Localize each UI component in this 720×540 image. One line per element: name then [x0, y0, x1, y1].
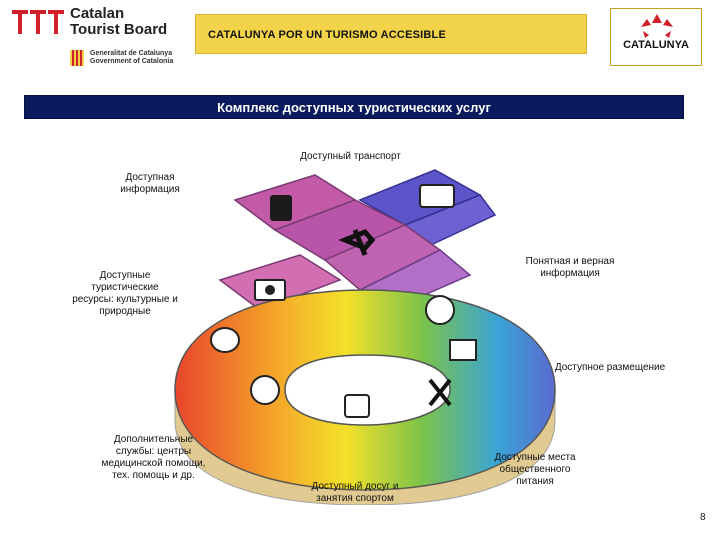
piece-icon-info — [270, 195, 292, 221]
ctb-mark-icon — [12, 10, 64, 34]
catalunya-logo-mark-icon — [641, 14, 673, 38]
catalunya-logo-text: CATALUNYA — [623, 39, 689, 51]
label-leisure-line2: занятия спортом — [316, 493, 394, 504]
accessible-services-puzzle-illustration — [174, 169, 556, 505]
page-number: 8 — [700, 512, 706, 523]
generalitat-logo: Generalitat de Catalunya Government of C… — [70, 50, 190, 70]
piece-icon-sport — [344, 394, 370, 418]
label-resources-line4: природные — [99, 306, 151, 317]
piece-icon-theatre — [210, 327, 240, 353]
gen-line2: Government of Catalonia — [90, 58, 174, 65]
piece-icon-compass — [425, 295, 455, 325]
catalan-tourist-board-logo: Catalan Tourist Board — [12, 6, 182, 42]
label-transport: Доступный транспорт — [278, 151, 423, 163]
banner-text: CATALUNYA POR UN TURISMO ACCESIBLE — [208, 29, 447, 41]
piece-icon-bed — [449, 339, 477, 361]
label-tourist-resources: Доступные туристические ресурсы: культур… — [60, 270, 190, 318]
label-clear-info-line1: Понятная и верная — [525, 256, 615, 267]
generalitat-shield-icon — [70, 50, 84, 66]
label-accommodation: Доступное размещение — [540, 362, 680, 374]
label-services-line4: тех. помощь и др. — [112, 470, 195, 481]
label-food-line1: Доступные места — [494, 452, 576, 463]
label-transport-text: Доступный транспорт — [300, 151, 401, 162]
header-banner: CATALUNYA POR UN TURISMO ACCESIBLE — [195, 14, 587, 54]
piece-icon-book — [419, 184, 455, 208]
label-food-line2: общественного — [499, 464, 571, 475]
label-resources-line3: ресурсы: культурные и — [72, 294, 178, 305]
label-leisure-sport: Доступный досуг и занятия спортом — [295, 481, 415, 505]
label-resources-line2: туристические — [91, 282, 159, 293]
piece-icon-camera — [254, 279, 286, 301]
label-food-places: Доступные места общественного питания — [480, 452, 590, 488]
piece-icon-food — [428, 378, 452, 407]
puzzle-cross — [218, 169, 497, 311]
label-clear-info-line2: информация — [540, 268, 600, 279]
label-clear-information: Понятная и верная информация — [510, 256, 630, 280]
label-services-line3: медицинской помощи, — [101, 458, 206, 469]
label-services-line1: Дополнительные — [113, 434, 194, 445]
label-information: Доступная информация — [100, 172, 200, 196]
catalunya-logo: CATALUNYA — [610, 8, 702, 66]
label-resources-line1: Доступные — [99, 270, 151, 281]
label-leisure-line1: Доступный досуг и — [311, 481, 399, 492]
label-information-line1: Доступная — [125, 172, 175, 183]
piece-icon-medical — [250, 375, 280, 405]
generalitat-text: Generalitat de Catalunya Government of C… — [90, 50, 173, 66]
label-services-line2: службы: центры — [115, 446, 192, 457]
label-accommodation-text: Доступное размещение — [554, 362, 666, 373]
page-title: Комплекс доступных туристических услуг — [217, 100, 491, 115]
piece-icon-plane — [338, 229, 376, 256]
label-information-line2: информация — [120, 184, 180, 195]
label-additional-services: Дополнительные службы: центры медицинско… — [86, 434, 221, 482]
ctb-line1: Catalan — [70, 5, 125, 22]
label-food-line3: питания — [516, 476, 554, 487]
ctb-logo-text: Catalan Tourist Board — [70, 6, 167, 38]
title-bar: Комплекс доступных туристических услуг — [24, 95, 684, 119]
gen-line1: Generalitat de Catalunya — [90, 50, 173, 57]
ctb-line2: Tourist Board — [70, 21, 168, 38]
